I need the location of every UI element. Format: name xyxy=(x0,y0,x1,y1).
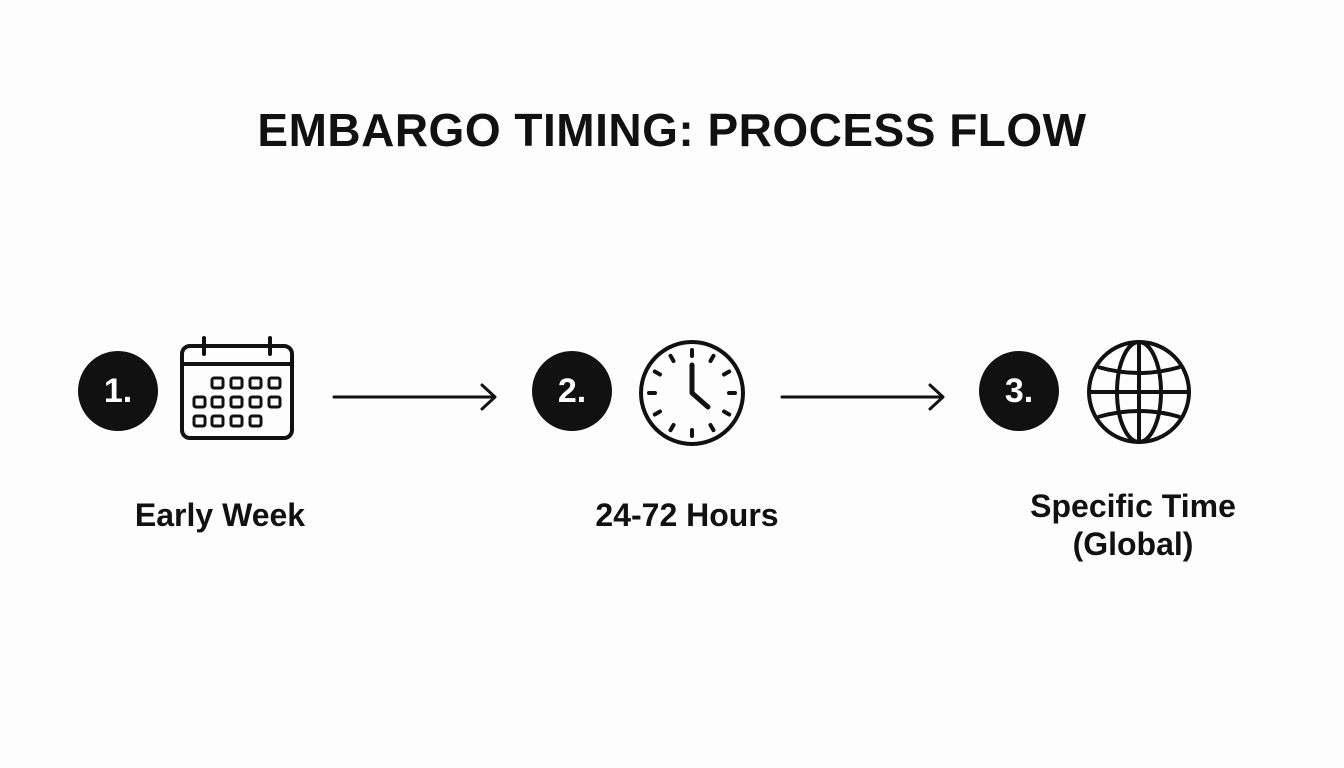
step-1-number-badge: 1. xyxy=(78,351,158,431)
arrow-right-icon xyxy=(780,383,945,411)
step-1-label: Early Week xyxy=(134,497,306,533)
clock-icon xyxy=(639,340,745,446)
step-3-number-badge: 3. xyxy=(979,351,1059,431)
diagram-title: EMBARGO TIMING: PROCESS FLOW xyxy=(257,104,1087,156)
calendar-icon xyxy=(180,336,294,440)
arrow-right-icon xyxy=(332,383,497,411)
step-2-label: 24-72 Hours xyxy=(595,497,779,533)
step-3-label: Specific Time (Global) xyxy=(1030,488,1236,562)
globe-icon xyxy=(1087,340,1191,444)
step-2-number-badge: 2. xyxy=(532,351,612,431)
